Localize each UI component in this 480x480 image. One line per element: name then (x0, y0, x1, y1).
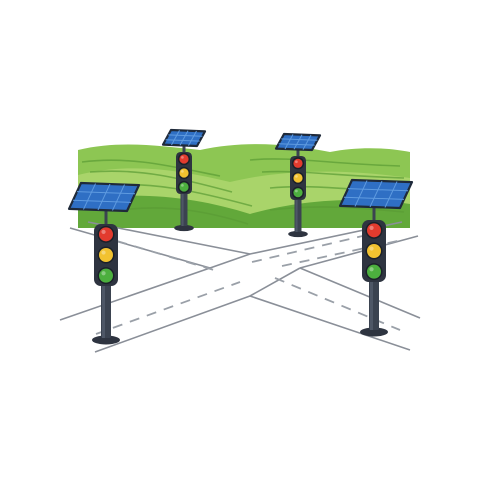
green-light-glint (369, 267, 374, 272)
yellow-light (293, 173, 303, 183)
lane-marking-3 (274, 277, 401, 331)
signal-base (360, 327, 388, 337)
hill-front (78, 195, 410, 228)
red-light (99, 227, 113, 242)
solar-grid-line (281, 138, 318, 141)
solar-grid-line (284, 134, 294, 150)
red-light (293, 158, 303, 168)
red-light (367, 223, 381, 238)
field-row-4 (249, 158, 401, 167)
traffic-signals (67, 128, 414, 345)
pole-highlight (370, 278, 373, 330)
road-edge-4 (299, 235, 419, 269)
signal-base (174, 224, 194, 232)
solar-grid-line (384, 181, 398, 208)
red-light-glint (295, 160, 298, 164)
traffic-signal-4 (338, 178, 414, 337)
green-light-glint (295, 189, 298, 193)
red-light (179, 154, 189, 164)
green-light (367, 264, 381, 279)
road-edge-5 (299, 267, 421, 319)
yellow-light (99, 248, 113, 262)
green-hills (78, 144, 410, 228)
traffic-signal-2 (274, 132, 322, 238)
solar-grid-line (369, 180, 383, 208)
signal-base (92, 335, 120, 345)
field-row-1 (81, 159, 221, 177)
solar-grid-line (97, 183, 111, 211)
road-edge-6 (209, 253, 251, 269)
field-row-8 (269, 206, 405, 213)
solar-grid-line (83, 183, 96, 210)
green-light-glint (101, 271, 106, 276)
red-light-glint (369, 225, 374, 230)
solar-grid-line (347, 188, 409, 192)
solar-grid-line (76, 191, 136, 195)
solar-grid-line (168, 134, 203, 137)
solar-grid-line (302, 134, 312, 150)
green-light-glint (181, 184, 184, 187)
lane-marking-2 (95, 281, 241, 335)
field-row-2 (89, 170, 233, 193)
red-light-glint (101, 229, 106, 234)
yellow-light (367, 244, 381, 258)
red-light-glint (181, 156, 184, 159)
signal-base (288, 230, 308, 238)
traffic-signal-1 (161, 128, 207, 232)
lane-marking-4 (281, 239, 403, 267)
solar-grid-line (354, 180, 368, 207)
yellow-light (179, 168, 189, 178)
solar-grid-line (72, 199, 132, 203)
solar-grid-line (278, 143, 315, 146)
solar-grid-line (165, 139, 200, 142)
pole-highlight (102, 282, 105, 338)
pole-highlight (181, 190, 184, 226)
yellow-light-glint (369, 246, 374, 251)
green-light (293, 188, 303, 198)
solar-grid-line (343, 196, 405, 200)
green-light (179, 182, 189, 192)
yellow-light-glint (101, 250, 106, 255)
traffic-signal-3 (67, 181, 141, 345)
road-edge-3 (94, 295, 411, 353)
yellow-light-glint (181, 170, 184, 173)
green-light (99, 268, 113, 283)
solar-grid-line (293, 134, 303, 150)
pole-highlight (295, 196, 298, 232)
road-edge-7 (249, 267, 301, 297)
solar-grid-line (171, 130, 180, 146)
yellow-light-glint (295, 175, 298, 178)
field-row-5 (261, 170, 405, 179)
lane-marking-1 (99, 235, 215, 271)
solar-grid-line (188, 130, 197, 146)
solar-grid-line (179, 130, 189, 146)
solar-grid-line (112, 184, 125, 211)
field-row-7 (119, 207, 249, 225)
